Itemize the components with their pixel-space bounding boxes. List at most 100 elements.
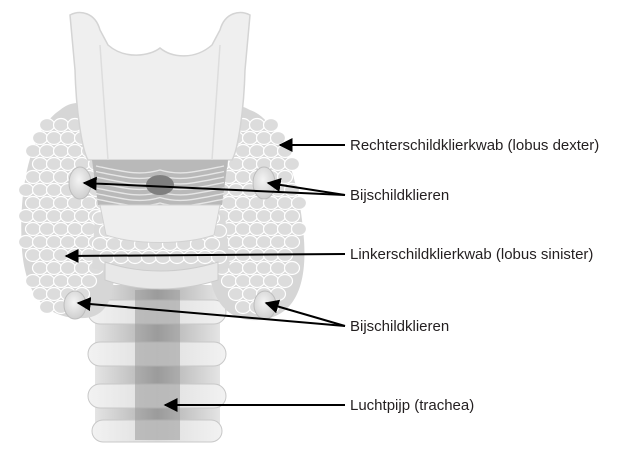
lobule-cell (236, 171, 251, 184)
lobule-cell (229, 262, 244, 275)
lobule-cell (229, 288, 244, 301)
label-parathyroid-upper: Bijschildklieren (350, 187, 449, 204)
cricothyroid-region (92, 160, 228, 206)
lobule-cell (243, 132, 258, 145)
label-left-lobe: Linkerschildklierkwab (lobus sinister) (350, 246, 593, 263)
trachea (88, 285, 226, 442)
thyroid-cartilage (70, 13, 250, 160)
lobule-cell (33, 158, 48, 171)
lobule-cell (19, 184, 34, 197)
lobule-cell (285, 236, 300, 249)
lobule-cell (93, 238, 108, 251)
lobule-cell (184, 251, 199, 264)
lobule-cell (278, 171, 293, 184)
lobule-cell (257, 262, 272, 275)
lobule-cell (75, 210, 90, 223)
lobule-cell (285, 210, 300, 223)
lobule-cell (47, 236, 62, 249)
lobule-cell (285, 158, 300, 171)
lobule-cell (229, 210, 244, 223)
lobule-cell (40, 119, 55, 132)
lobule-cell (54, 171, 69, 184)
lobule-cell (33, 262, 48, 275)
lobule-cell (40, 275, 55, 288)
lobule-cell (236, 275, 251, 288)
lobule-cell (271, 158, 286, 171)
lobule-cell (61, 236, 76, 249)
lobule-cell (198, 251, 213, 264)
parathyroid-lower-right (64, 291, 86, 319)
lobule-cell (257, 236, 272, 249)
lobule-cell (19, 210, 34, 223)
lobule-cell (61, 158, 76, 171)
lobule-cell (236, 197, 251, 210)
lobule-cell (257, 132, 272, 145)
lobule-cell (68, 145, 83, 158)
lobule-cell (278, 275, 293, 288)
label-right-lobe: Rechterschildklierkwab (lobus dexter) (350, 137, 599, 154)
lobule-cell (33, 236, 48, 249)
lobule-cell (292, 223, 307, 236)
lobule-cell (33, 132, 48, 145)
lobule-cell (40, 301, 55, 314)
lobule-cell (75, 262, 90, 275)
lobule-cell (75, 236, 90, 249)
lobule-cell (68, 275, 83, 288)
lobule-cell (47, 158, 62, 171)
lobule-cell (26, 223, 41, 236)
lobule-cell (156, 251, 171, 264)
lobule-cell (47, 132, 62, 145)
lobule-cell (250, 223, 265, 236)
lobule-cell (264, 119, 279, 132)
lobule-cell (61, 132, 76, 145)
lobule-cell (142, 251, 157, 264)
lobule-cell (54, 145, 69, 158)
lobule-cell (61, 210, 76, 223)
lobule-cell (250, 119, 265, 132)
lobule-cell (40, 249, 55, 262)
lobule-cell (292, 197, 307, 210)
lobule-cell (26, 171, 41, 184)
lobule-cell (33, 210, 48, 223)
lobule-cell (250, 145, 265, 158)
lobule-cell (278, 145, 293, 158)
lobule-cell (40, 171, 55, 184)
lobule-cell (271, 236, 286, 249)
lobule-cell (33, 288, 48, 301)
lobule-cell (61, 262, 76, 275)
lobule-cell (229, 236, 244, 249)
lobule-cell (114, 251, 129, 264)
lobule-cell (40, 145, 55, 158)
lobule-cell (222, 275, 237, 288)
lobule-cell (243, 158, 258, 171)
lobule-cell (264, 275, 279, 288)
lobule-cell (26, 197, 41, 210)
lobule-cell (236, 223, 251, 236)
lobule-cell (264, 223, 279, 236)
lobule-cell (243, 262, 258, 275)
label-parathyroid-lower: Bijschildklieren (350, 318, 449, 335)
lobule-cell (19, 236, 34, 249)
lobule-cell (100, 251, 115, 264)
lobule-cell (243, 210, 258, 223)
lobule-cell (236, 301, 251, 314)
lobule-cell (40, 223, 55, 236)
lobule-cell (271, 262, 286, 275)
lobule-cell (236, 145, 251, 158)
lobule-cell (271, 210, 286, 223)
lobule-cell (212, 251, 227, 264)
lobule-cell (33, 184, 48, 197)
lobule-cell (54, 119, 69, 132)
lobule-cell (243, 236, 258, 249)
lobule-cell (26, 275, 41, 288)
lobule-cell (278, 197, 293, 210)
lobule-cell (82, 275, 97, 288)
label-trachea: Luchtpijp (trachea) (350, 397, 474, 414)
lobule-cell (205, 238, 220, 251)
lobule-cell (68, 223, 83, 236)
lobule-cell (26, 145, 41, 158)
lobule-cell (250, 275, 265, 288)
lobule-cell (47, 210, 62, 223)
lobule-cell (278, 223, 293, 236)
